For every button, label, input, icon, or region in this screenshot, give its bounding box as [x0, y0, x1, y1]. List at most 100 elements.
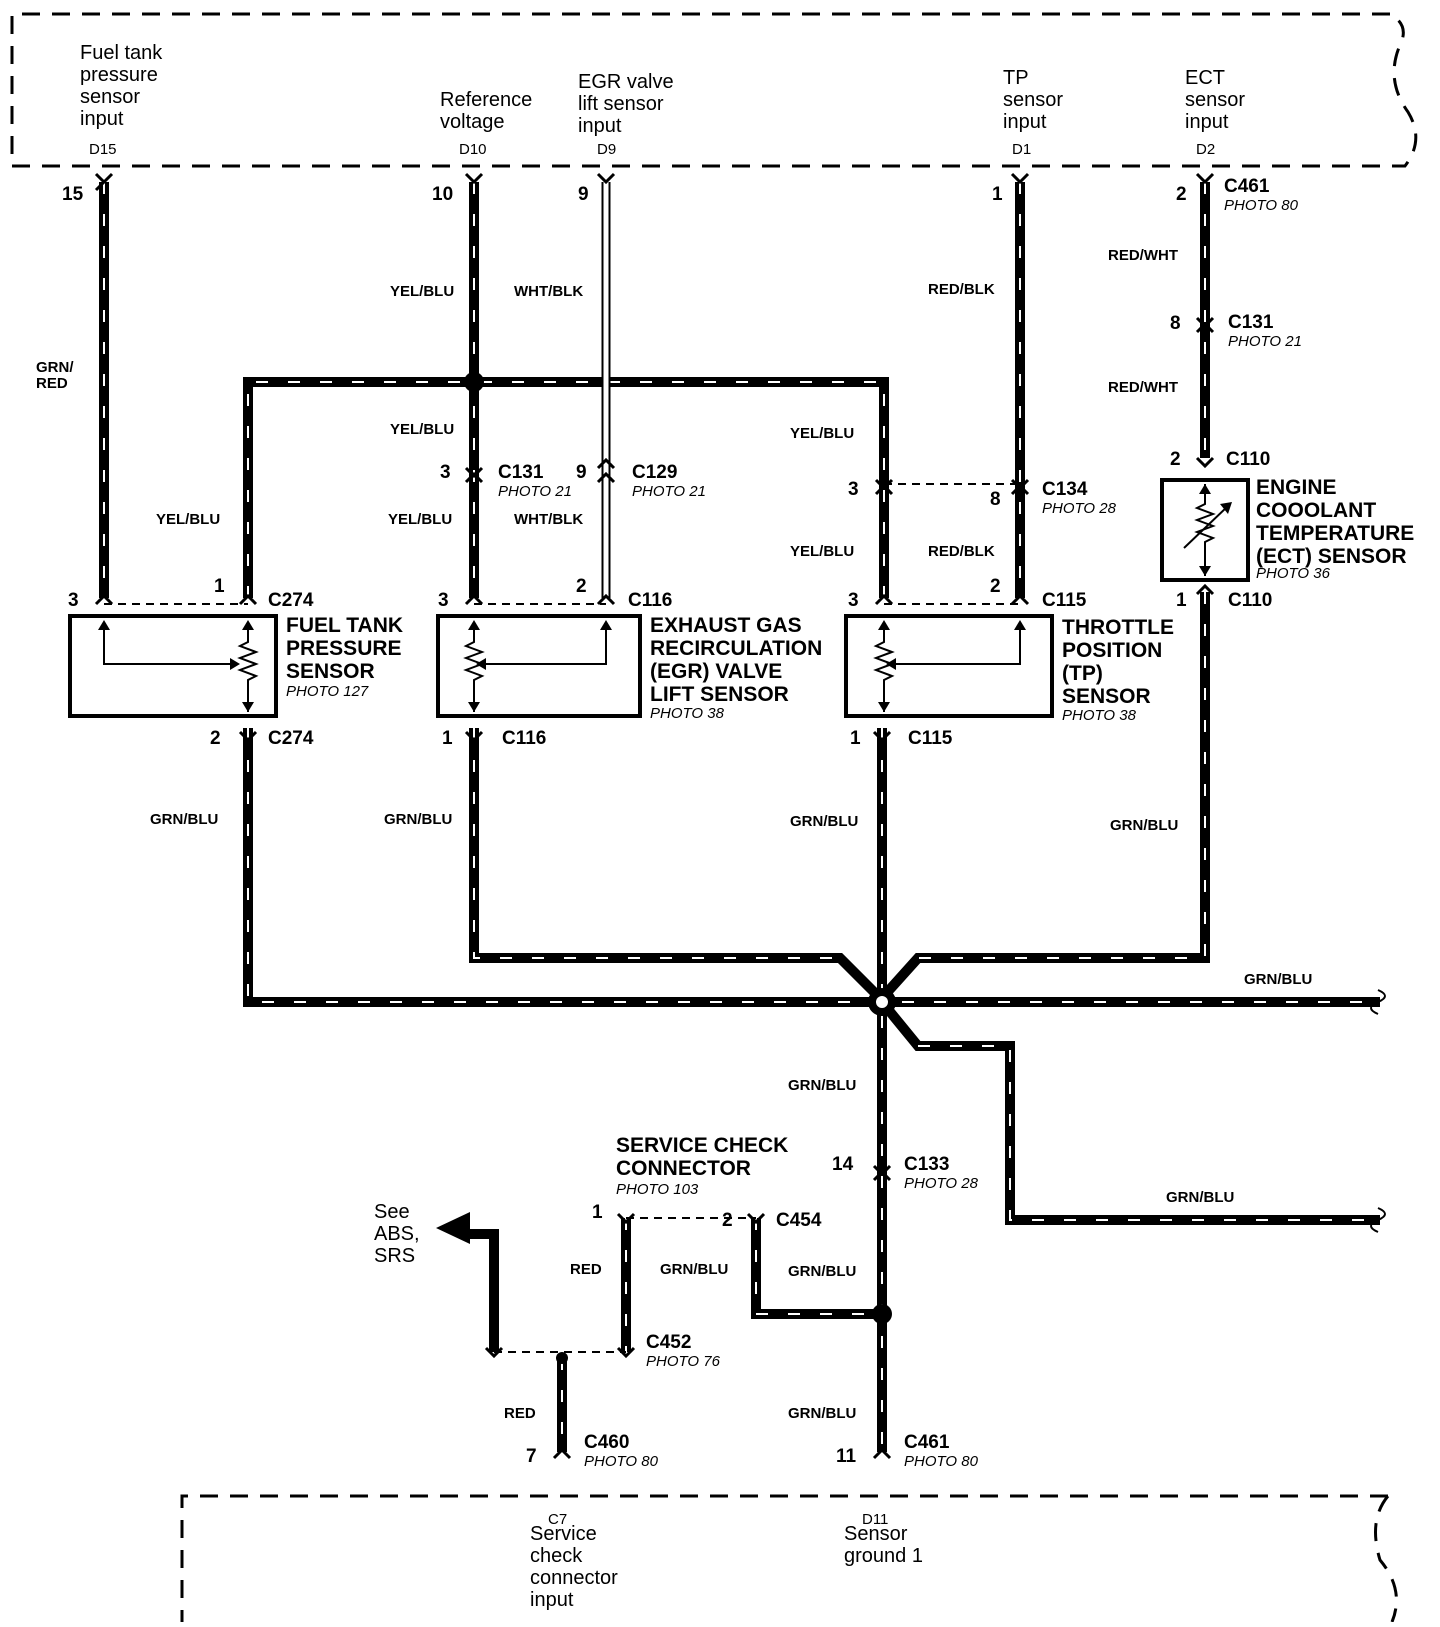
svg-text:1: 1 [850, 728, 861, 749]
svg-text:C460: C460 [584, 1432, 629, 1453]
svg-text:3: 3 [848, 590, 859, 611]
continuation-icon [1370, 989, 1386, 1015]
svg-text:YEL/BLU: YEL/BLU [790, 543, 854, 560]
splice-dot [556, 1352, 568, 1364]
splice-dot-center [876, 996, 888, 1008]
svg-text:C133: C133 [904, 1154, 949, 1175]
svg-text:PHOTO 103: PHOTO 103 [616, 1181, 699, 1198]
svg-text:GRN/BLU: GRN/BLU [1110, 817, 1178, 834]
svg-text:1: 1 [1176, 590, 1187, 611]
svg-text:PHOTO 21: PHOTO 21 [632, 483, 706, 500]
svg-text:C452: C452 [646, 1332, 691, 1353]
pin-numbers: 15 10 9 1 2 8 2 1 3 9 3 8 3 1 3 2 3 2 2 … [62, 184, 1187, 1467]
svg-text:RED/BLK: RED/BLK [928, 543, 995, 560]
svg-text:YEL/BLU: YEL/BLU [156, 511, 220, 528]
svg-text:GRN/BLU: GRN/BLU [150, 811, 218, 828]
svg-text:RED/WHT: RED/WHT [1108, 379, 1178, 396]
svg-text:PHOTO 38: PHOTO 38 [1062, 707, 1137, 724]
svg-text:C110: C110 [1226, 449, 1270, 470]
svg-text:PHOTO 21: PHOTO 21 [498, 483, 572, 500]
svg-text:9: 9 [576, 462, 587, 483]
svg-text:C461: C461 [1224, 176, 1270, 197]
ecm-pin: D15 [89, 141, 117, 158]
ect-sensor [1160, 478, 1250, 582]
svg-text:PHOTO 21: PHOTO 21 [1228, 333, 1302, 350]
continuation-icon [1370, 1207, 1386, 1233]
svg-text:C274: C274 [268, 728, 314, 749]
svg-text:C134: C134 [1042, 479, 1088, 500]
svg-text:11: 11 [836, 1446, 857, 1467]
fuel-tank-pressure-sensor [68, 614, 278, 718]
svg-text:C461: C461 [904, 1432, 950, 1453]
svg-text:YEL/BLU: YEL/BLU [390, 283, 454, 300]
svg-text:YEL/BLU: YEL/BLU [390, 421, 454, 438]
svg-text:8: 8 [1170, 313, 1181, 334]
svg-text:2: 2 [722, 1210, 733, 1231]
svg-text:C129: C129 [632, 462, 677, 483]
svg-text:GRN/BLU: GRN/BLU [1244, 971, 1312, 988]
svg-text:9: 9 [578, 184, 589, 205]
throttle-position-sensor [844, 614, 1054, 718]
svg-text:3: 3 [438, 590, 449, 611]
svg-text:C115: C115 [908, 728, 953, 749]
svg-text:GRN/RED: GRN/RED [36, 359, 74, 392]
svg-text:3: 3 [440, 462, 451, 483]
egr-valve-lift-sensor [436, 614, 642, 718]
svg-text:RED/BLK: RED/BLK [928, 281, 995, 298]
svg-text:YEL/BLU: YEL/BLU [790, 425, 854, 442]
wire-color-labels: GRN/RED YEL/BLU WHT/BLK RED/BLK RED/WHT … [36, 247, 1312, 1422]
svg-text:14: 14 [832, 1154, 854, 1175]
svg-text:C116: C116 [628, 590, 672, 611]
svg-text:GRN/BLU: GRN/BLU [788, 1077, 856, 1094]
svg-text:1: 1 [214, 576, 225, 597]
ecm-bottom-border [180, 1494, 1398, 1623]
svg-text:7: 7 [526, 1446, 537, 1467]
svg-text:PHOTO 28: PHOTO 28 [1042, 500, 1117, 517]
svg-text:2: 2 [210, 728, 221, 749]
svg-text:GRN/BLU: GRN/BLU [788, 1405, 856, 1422]
svg-text:8: 8 [990, 489, 1001, 510]
svg-text:10: 10 [432, 184, 453, 205]
svg-text:PHOTO 36: PHOTO 36 [1256, 565, 1331, 582]
svg-text:C110: C110 [1228, 590, 1272, 611]
svg-text:C131: C131 [1228, 312, 1274, 333]
svg-text:GRN/BLU: GRN/BLU [788, 1263, 856, 1280]
svg-text:PHOTO 76: PHOTO 76 [646, 1353, 721, 1370]
svg-text:GRN/BLU: GRN/BLU [660, 1261, 728, 1278]
ecm-pin: D1 [1012, 141, 1031, 158]
svg-text:15: 15 [62, 184, 84, 205]
svg-text:1: 1 [992, 184, 1003, 205]
svg-text:2: 2 [1170, 449, 1181, 470]
see-arrow-icon [436, 1212, 470, 1244]
ecm-pin: D11 [862, 1511, 888, 1528]
svg-text:PHOTO 28: PHOTO 28 [904, 1175, 979, 1192]
svg-text:2: 2 [990, 576, 1001, 597]
svg-text:PHOTO 80: PHOTO 80 [904, 1453, 979, 1470]
svg-text:GRN/BLU: GRN/BLU [1166, 1189, 1234, 1206]
svg-text:RED/WHT: RED/WHT [1108, 247, 1178, 264]
svg-text:C116: C116 [502, 728, 546, 749]
svg-text:1: 1 [442, 728, 453, 749]
svg-text:C131: C131 [498, 462, 544, 483]
svg-text:2: 2 [1176, 184, 1187, 205]
svg-text:1: 1 [592, 1202, 603, 1223]
ecm-pin: C7 [548, 1511, 567, 1528]
svg-text:PHOTO 80: PHOTO 80 [1224, 197, 1299, 214]
svg-text:3: 3 [68, 590, 79, 611]
ecm-pin: D10 [459, 141, 487, 158]
